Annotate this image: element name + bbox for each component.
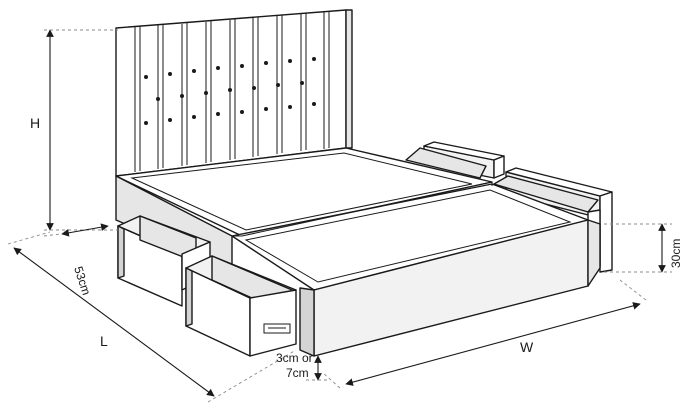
far-side-drawers [405,141,613,273]
width-label: W [520,339,534,355]
drawer-depth-label: 53cm [71,265,93,297]
height-label: H [30,115,40,131]
leg-clearance-label-line2: 7cm [286,366,309,380]
headboard [115,9,353,177]
near-drawer-right [185,255,297,357]
leg-clearance-label-line1: 3cm or [276,351,313,365]
leg-clearance-dimension: 3cm or 7cm [276,351,330,381]
height-dimension: H [30,29,118,231]
base-height-dimension: 30cm [604,223,683,273]
length-label: L [100,333,108,349]
headboard-buttons [144,57,316,125]
width-dimension: W [321,279,647,389]
drawer-depth-dimension: 53cm [43,223,109,297]
base-height-label: 30cm [669,239,683,268]
length-dimension: L [7,231,297,403]
